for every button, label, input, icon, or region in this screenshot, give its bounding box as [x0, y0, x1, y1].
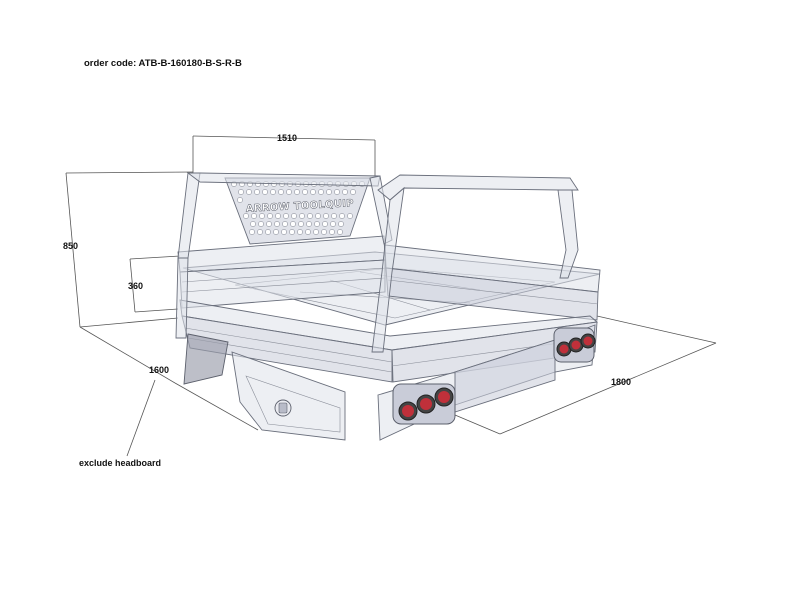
tail-light-left-cluster	[392, 383, 456, 425]
rear-roll-bar	[377, 174, 579, 201]
tail-light-right-cluster	[553, 327, 596, 363]
order-code: order code: ATB-B-160180-B-S-R-B	[84, 58, 242, 69]
dimension-lines	[65, 135, 717, 457]
under-tray-toolbox	[231, 351, 346, 441]
headboard-top-bar	[186, 172, 381, 187]
dimension-tray-width: 1600	[149, 365, 169, 375]
mudflap	[183, 333, 229, 385]
dimension-headboard-width: 1510	[277, 133, 297, 143]
exclude-headboard-note: exclude headboard	[79, 458, 161, 468]
dimension-side-height: 360	[128, 281, 143, 291]
dimension-tray-length: 1800	[611, 377, 631, 387]
headboard-left-post	[177, 172, 201, 259]
dimension-total-height: 850	[63, 241, 78, 251]
headboard: ARROW TOOLQUIP	[175, 172, 579, 353]
